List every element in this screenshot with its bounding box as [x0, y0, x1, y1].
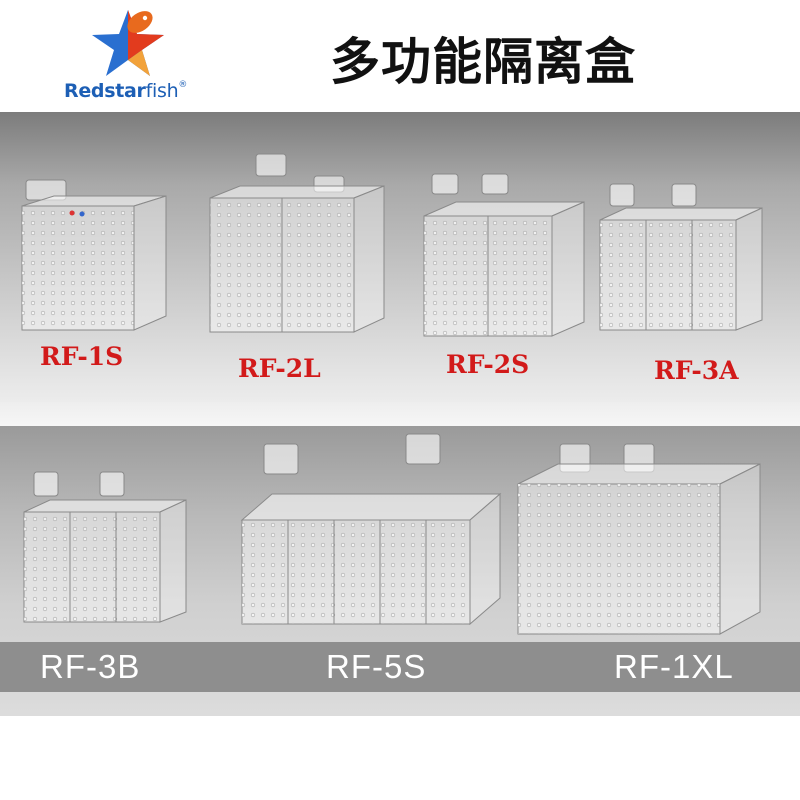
- product-image-rf-2l: [204, 150, 390, 340]
- header: Redstarfish® 多功能隔离盒: [0, 0, 800, 112]
- product-image-rf-3a: [596, 180, 768, 336]
- star-fish-logo-icon: [92, 10, 164, 76]
- product-label-rf-3a: RF-3A: [654, 356, 739, 385]
- product-label-rf-5s: RF-5S: [326, 648, 427, 685]
- product-image-rf-1s: [18, 168, 178, 340]
- product-label-rf-3b: RF-3B: [40, 648, 141, 685]
- bottom-label-strip: [0, 642, 800, 692]
- panel-divider: [0, 402, 800, 426]
- product-image-rf-3b: [20, 464, 192, 628]
- product-label-rf-1s: RF-1S: [40, 342, 124, 371]
- product-image-rf-5s: [238, 430, 506, 630]
- product-label-rf-2s: RF-2S: [446, 350, 530, 379]
- product-label-rf-1xl: RF-1XL: [614, 648, 734, 685]
- brand-name: Redstarfish®: [64, 80, 188, 102]
- product-label-rf-2l: RF-2L: [238, 354, 321, 383]
- brand-logo: Redstarfish®: [60, 4, 220, 108]
- page-title: 多功能隔离盒: [330, 33, 636, 91]
- product-image-rf-1xl: [514, 440, 766, 640]
- product-image-rf-2s: [420, 168, 590, 344]
